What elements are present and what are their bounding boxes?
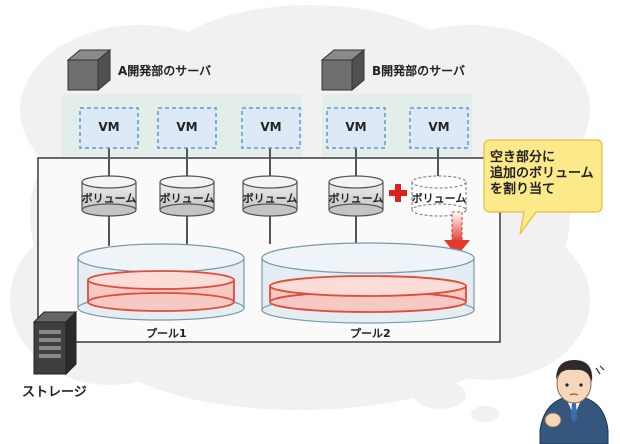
vm-boxes: [79, 107, 469, 149]
volume-label-4: ボリューム: [328, 192, 384, 205]
volume-cylinders: [81, 175, 384, 217]
vm-label-3: VM: [260, 120, 282, 134]
pool-1-label: プール1: [146, 327, 187, 340]
storage-tower-icon: [32, 310, 78, 376]
engineer-character: [539, 360, 609, 444]
pool-2-label: プール2: [350, 327, 391, 340]
volume-label-3: ボリューム: [242, 192, 298, 205]
callout-line-1: 空き部分に: [490, 150, 556, 165]
vm-label-2: VM: [176, 120, 198, 134]
callout-bubble: [483, 139, 603, 235]
callout-text: 空き部分に 追加のボリューム を割り当て: [490, 150, 600, 198]
pool-1-shape: [77, 243, 245, 321]
connector-lines: [108, 148, 439, 246]
callout-line-2: 追加のボリューム: [490, 166, 594, 181]
allocation-arrow: [444, 211, 470, 256]
server-a-label: A開発部のサーバ: [118, 64, 212, 78]
volume-label-2: ボリューム: [159, 192, 215, 205]
added-volume-label: ボリューム: [411, 192, 467, 205]
callout-line-3: を割り当て: [490, 182, 556, 197]
server-a-icon: [66, 48, 112, 92]
pool-2-shape: [261, 242, 475, 324]
plus-icon: [389, 184, 407, 202]
server-b-label: B開発部のサーバ: [372, 64, 466, 78]
volume-label-1: ボリューム: [81, 192, 137, 205]
vm-label-5: VM: [428, 120, 450, 134]
vm-label-1: VM: [98, 120, 120, 134]
vm-label-4: VM: [345, 120, 367, 134]
server-b-icon: [320, 48, 366, 92]
storage-label: ストレージ: [22, 385, 87, 400]
